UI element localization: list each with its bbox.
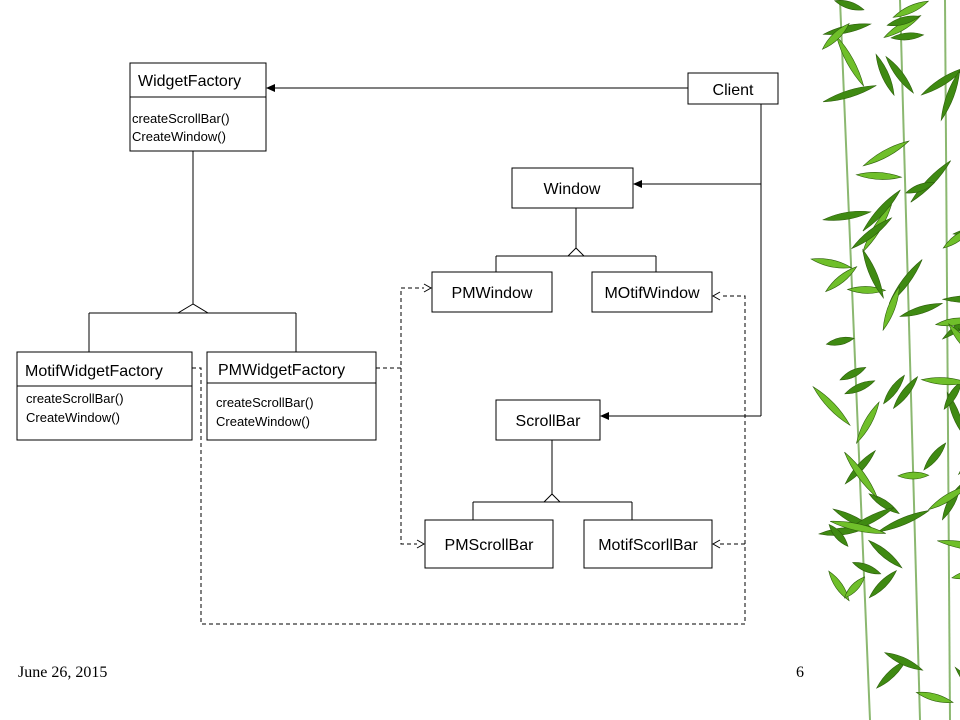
footer-date: June 26, 2015 — [18, 664, 108, 681]
assoc-client-widget-factory — [266, 84, 688, 92]
bamboo-leaf — [862, 140, 910, 167]
bamboo-leaf — [920, 67, 960, 96]
class-motif-scroll-bar-name: MotifScorllBar — [598, 537, 698, 554]
class-motif-widget-factory: MotifWidgetFactory createScrollBar() Cre… — [16, 351, 193, 441]
bamboo-leaf — [883, 652, 924, 671]
class-motif-window-name: MOtifWindow — [604, 285, 700, 302]
bamboo-leaf — [951, 570, 960, 580]
bamboo-leaf — [852, 562, 882, 575]
bamboo-leaf — [829, 520, 886, 534]
bamboo-leaf — [822, 85, 877, 103]
class-motif-scroll-bar: MotifScorllBar — [583, 519, 713, 569]
bamboo-leaf — [899, 303, 944, 317]
bamboo-leaf — [821, 22, 850, 50]
bamboo-leaf — [810, 258, 853, 269]
bamboo-leaf — [862, 189, 901, 232]
bamboo-leaf — [937, 540, 960, 551]
widget-factory-op-create-scrollbar: createScrollBar() — [132, 111, 230, 126]
bamboo-leaf — [825, 266, 858, 293]
bamboo-decoration — [810, 0, 960, 720]
bamboo-leaf — [941, 295, 960, 303]
bamboo-leaf — [954, 666, 960, 708]
bamboo-leaf — [883, 15, 922, 38]
class-pm-scroll-bar-name: PMScrollBar — [445, 537, 535, 554]
bamboo-leaf — [855, 172, 903, 180]
class-client: Client — [687, 72, 779, 105]
class-widget-factory: WidgetFactory createScrollBar() CreateWi… — [129, 62, 267, 152]
bamboo-leaf — [862, 248, 884, 299]
inherit-scroll-bar — [472, 440, 633, 520]
bamboo-leaf — [890, 32, 925, 41]
bamboo-leaf — [846, 286, 887, 294]
bamboo-leaf — [957, 437, 960, 476]
bamboo-leaf — [923, 442, 947, 471]
bamboo-leaf — [885, 55, 915, 94]
inherit-widget-factory — [88, 151, 297, 352]
bamboo-leaf — [833, 0, 865, 11]
pm-widget-factory-op-create-window: CreateWindow() — [216, 414, 310, 429]
class-pm-window: PMWindow — [431, 271, 553, 313]
bamboo-leaf — [946, 391, 960, 438]
class-motif-window: MOtifWindow — [591, 271, 713, 313]
bamboo-leaf — [892, 376, 919, 410]
bamboo-leaf — [822, 23, 872, 35]
bamboo-leaf — [892, 0, 930, 18]
footer-page-number: 6 — [796, 664, 804, 681]
class-pm-widget-factory-name: PMWidgetFactory — [218, 362, 345, 379]
class-window-name: Window — [544, 181, 601, 198]
widget-factory-op-create-window: CreateWindow() — [132, 129, 226, 144]
assoc-client-window-arrow — [633, 180, 642, 188]
class-client-name: Client — [713, 82, 754, 99]
bamboo-leaf — [844, 449, 876, 485]
class-pm-scroll-bar: PMScrollBar — [424, 519, 554, 569]
bamboo-leaf — [920, 377, 960, 386]
bamboo-leaf — [875, 53, 895, 97]
bamboo-leaf — [948, 323, 960, 357]
dep-motif-factory-products — [192, 291, 746, 625]
class-widget-factory-name: WidgetFactory — [138, 73, 241, 90]
dep-pm-factory-products — [376, 283, 433, 549]
bamboo-leaf — [839, 367, 867, 381]
bamboo-leaf — [822, 210, 872, 221]
assoc-client-products — [600, 104, 762, 420]
bamboo-leaf — [855, 401, 880, 445]
bamboo-leaf — [886, 15, 921, 26]
bamboo-leaf — [882, 285, 900, 332]
bamboo-leaf — [844, 451, 878, 499]
bamboo-leaf — [942, 227, 960, 249]
bamboo-leaf — [915, 691, 954, 703]
class-motif-widget-factory-name: MotifWidgetFactory — [25, 363, 163, 380]
bamboo-leaf — [934, 317, 960, 327]
bamboo-leaf — [868, 570, 898, 599]
bamboo-leaf — [943, 380, 960, 410]
bamboo-leaf — [850, 217, 893, 250]
class-pm-widget-factory: PMWidgetFactory createScrollBar() Create… — [206, 351, 377, 441]
bamboo-leaf — [828, 523, 849, 547]
bamboo-leaf — [877, 510, 930, 533]
class-scroll-bar: ScrollBar — [495, 399, 601, 441]
bamboo-leaf — [843, 576, 866, 599]
assoc-client-scrollbar-arrow — [600, 412, 609, 420]
class-window: Window — [511, 167, 634, 209]
bamboo-leaf — [828, 570, 850, 602]
motif-widget-factory-op-create-window: CreateWindow() — [26, 410, 120, 425]
bamboo-leaf — [844, 380, 876, 395]
bamboo-leaf — [897, 471, 930, 480]
bamboo-leaf — [825, 336, 855, 346]
class-scroll-bar-name: ScrollBar — [516, 413, 582, 430]
bamboo-leaf — [883, 374, 905, 405]
pm-widget-factory-op-create-scrollbar: createScrollBar() — [216, 395, 314, 410]
bamboo-leaf — [905, 182, 936, 194]
class-pm-window-name: PMWindow — [452, 285, 533, 302]
bamboo-leaf — [812, 385, 851, 427]
motif-widget-factory-op-create-scrollbar: createScrollBar() — [26, 391, 124, 406]
bamboo-leaf — [927, 485, 960, 511]
inherit-window — [495, 208, 657, 272]
bamboo-leaf — [836, 35, 864, 87]
bamboo-leaf — [867, 539, 903, 569]
